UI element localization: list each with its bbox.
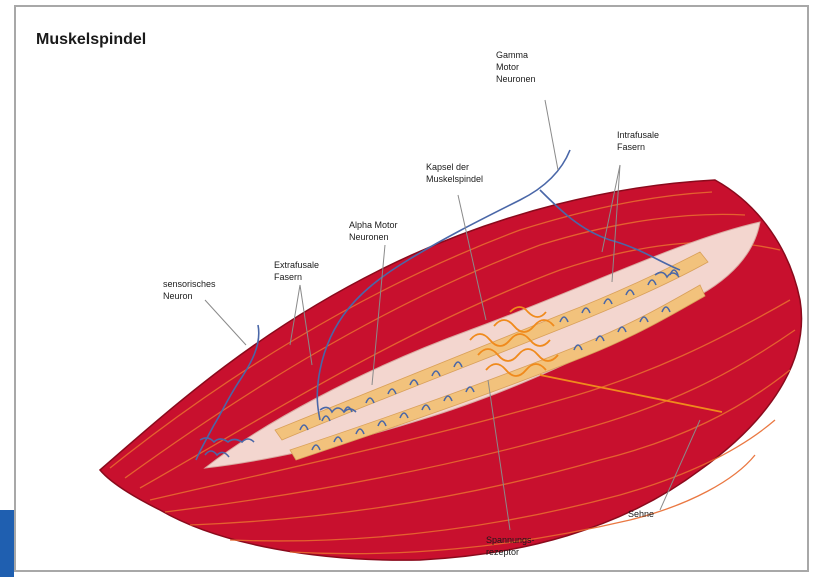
svg-text:Neuron: Neuron: [163, 291, 193, 301]
label-extrafusale-fasern: Extrafusale Fasern: [274, 260, 319, 282]
svg-text:Kapsel der: Kapsel der: [426, 162, 469, 172]
label-intrafusale-fasern: Intrafusale Fasern: [617, 130, 659, 152]
svg-text:Gamma: Gamma: [496, 50, 528, 60]
svg-text:Neuronen: Neuronen: [496, 74, 536, 84]
svg-text:Spannungs-: Spannungs-: [486, 535, 535, 545]
svg-text:Sehne: Sehne: [628, 509, 654, 519]
svg-text:Intrafusale: Intrafusale: [617, 130, 659, 140]
label-sehne: Sehne: [628, 509, 654, 519]
svg-text:Fasern: Fasern: [617, 142, 645, 152]
svg-text:Muskelspindel: Muskelspindel: [426, 174, 483, 184]
svg-text:Fasern: Fasern: [274, 272, 302, 282]
svg-text:Alpha Motor: Alpha Motor: [349, 220, 398, 230]
label-kapsel-der-muskelspindel: Kapsel der Muskelspindel: [426, 162, 483, 184]
svg-text:Extrafusale: Extrafusale: [274, 260, 319, 270]
label-gamma-motor-neuronen: Gamma Motor Neuronen: [496, 50, 536, 84]
diagram-title: Muskelspindel: [36, 31, 146, 48]
svg-text:rezeptor: rezeptor: [486, 547, 519, 557]
svg-text:Motor: Motor: [496, 62, 519, 72]
svg-text:Neuronen: Neuronen: [349, 232, 389, 242]
svg-text:sensorisches: sensorisches: [163, 279, 216, 289]
label-sensorisches-neuron: sensorisches Neuron: [163, 279, 216, 301]
label-alpha-motor-neuronen: Alpha Motor Neuronen: [349, 220, 398, 242]
